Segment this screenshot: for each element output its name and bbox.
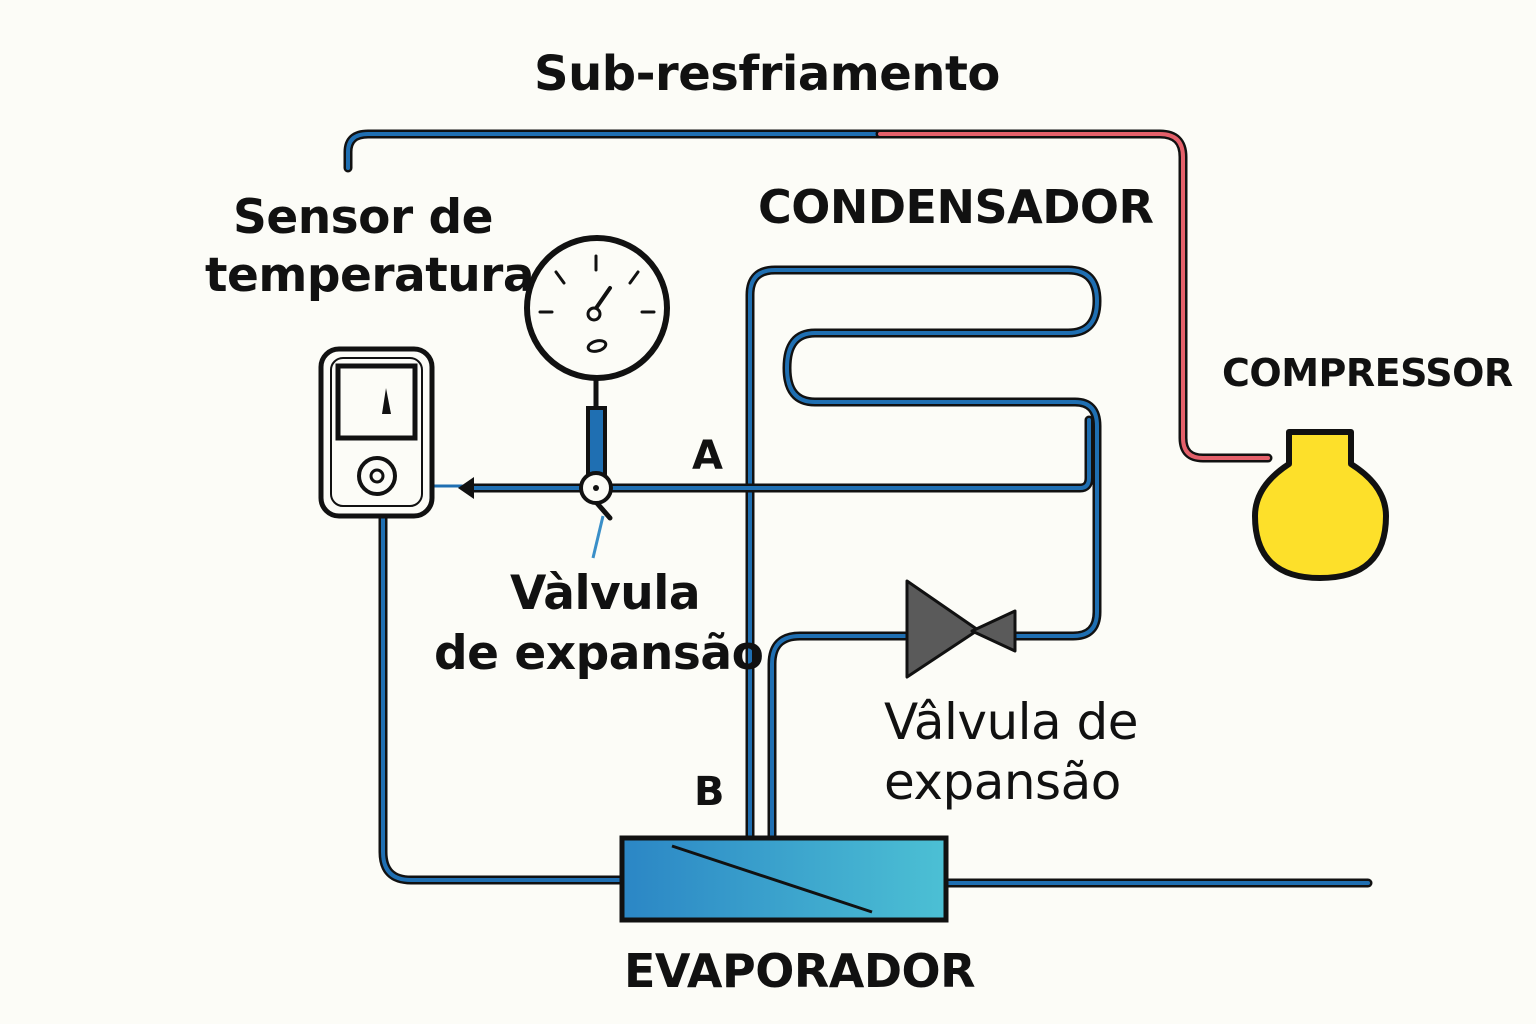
compressor-label: COMPRESSOR (1222, 351, 1513, 395)
right-valve-label-line2: expansão (884, 753, 1121, 811)
sensor-label-line2: temperatura (205, 248, 535, 303)
point-b-label: B (694, 769, 725, 815)
top-pipe-cold (343, 129, 885, 173)
temperature-sensor-device-icon (318, 346, 435, 519)
left-valve-label-line1: Vàlvula (510, 566, 701, 621)
sensor-label-line1: Sensor de (233, 190, 494, 245)
arrow-head-icon (458, 477, 474, 499)
expansion-valve-icon (905, 579, 1017, 679)
valve-to-evaporator-pipe (767, 631, 910, 843)
evaporator-label: EVAPORADOR (624, 944, 976, 998)
right-valve-label-line1: Vâlvula de (884, 693, 1139, 751)
measurement-line (467, 415, 1094, 493)
pressure-gauge-icon (524, 235, 670, 478)
left-valve-label-line2: de expansão (434, 626, 764, 681)
pipes (343, 129, 1373, 888)
condenser-coil (745, 265, 1102, 843)
condenser-label: CONDENSADOR (758, 180, 1154, 234)
sensor-cable (378, 511, 627, 885)
point-a-label: A (692, 433, 723, 479)
junction-valve-icon (579, 471, 613, 559)
compressor-icon (1252, 429, 1389, 581)
evaporator-icon (619, 835, 949, 923)
hot-pipe-to-compressor (875, 129, 1273, 463)
diagram-title: Sub-resfriamento (534, 46, 1000, 102)
